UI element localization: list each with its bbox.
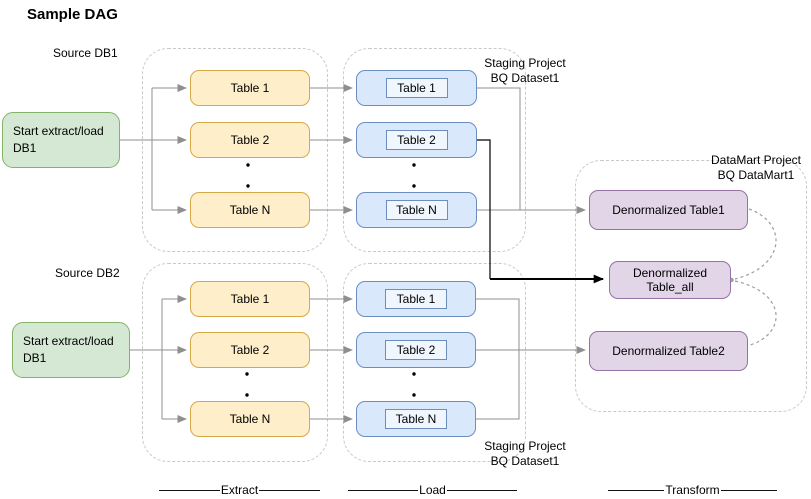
load-bottom-table-1[interactable]: Table 1 (356, 281, 476, 317)
denormalized-table1[interactable]: Denormalized Table1 (589, 190, 748, 230)
source-db1-label: Source DB1 (53, 46, 118, 60)
extract-top-table-2[interactable]: Table 2 (190, 122, 310, 158)
datamart-label-line1: DataMart Project (710, 153, 802, 167)
denormalized-table2[interactable]: Denormalized Table2 (589, 331, 748, 371)
denormalized-table-all-line2: Table_all (646, 280, 694, 294)
stage-label-extract-text: Extract (220, 483, 259, 497)
staging-label-bottom-line1: Staging Project (484, 439, 566, 453)
start-node-db1-line1: Start extract/load (13, 124, 104, 138)
load-group-top (343, 48, 526, 252)
stage-rule-left (608, 489, 665, 491)
denormalized-table-all[interactable]: Denormalized Table_all (609, 261, 731, 299)
staging-label-bottom: Staging Project BQ Dataset1 (463, 439, 587, 469)
load-top-table-2[interactable]: Table 2 (356, 122, 477, 158)
load-top-table-1-inner[interactable]: Table 1 (385, 78, 448, 98)
datamart-label: DataMart Project BQ DataMart1 (698, 153, 811, 183)
stage-rule-left (348, 489, 419, 491)
stage-label-load: Load (348, 482, 518, 498)
start-node-db1-line2: DB1 (13, 141, 37, 155)
load-bottom-table-2-inner[interactable]: Table 2 (385, 340, 447, 360)
stage-rule-right (720, 489, 778, 491)
diagram-title: Sample DAG (27, 6, 118, 23)
stage-label-transform: Transform (608, 482, 778, 498)
start-node-db2-line1: Start extract/load (23, 334, 114, 348)
stage-rule-right (446, 489, 518, 491)
load-bottom-table-2[interactable]: Table 2 (356, 332, 476, 368)
stage-label-extract: Extract (159, 482, 320, 498)
source-db2-label: Source DB2 (55, 266, 120, 280)
start-node-db1[interactable]: Start extract/load DB1 (2, 112, 120, 168)
extract-bottom-table-n[interactable]: Table N (190, 401, 310, 437)
load-top-table-n[interactable]: Table N (356, 192, 477, 228)
load-top-table-n-inner[interactable]: Table N (385, 200, 448, 220)
load-top-table-1[interactable]: Table 1 (356, 70, 477, 106)
start-node-db2[interactable]: Start extract/load DB1 (12, 322, 130, 378)
extract-bottom-table-2[interactable]: Table 2 (190, 332, 310, 368)
extract-top-table-1[interactable]: Table 1 (190, 70, 310, 106)
load-bottom-table-1-inner[interactable]: Table 1 (385, 289, 447, 309)
load-bottom-table-n-inner[interactable]: Table N (385, 409, 447, 429)
extract-top-table-n[interactable]: Table N (190, 192, 310, 228)
staging-label-bottom-line2: BQ Dataset1 (490, 454, 560, 468)
stage-label-transform-text: Transform (665, 483, 720, 497)
datamart-label-line2: BQ DataMart1 (717, 168, 795, 182)
stage-rule-right (259, 489, 320, 491)
staging-label-top-line1: Staging Project (484, 56, 566, 70)
denormalized-table-all-line1: Denormalized (632, 266, 708, 280)
load-group-bottom (343, 263, 526, 462)
load-bottom-table-n[interactable]: Table N (356, 401, 476, 437)
staging-label-top-line2: BQ Dataset1 (490, 71, 560, 85)
start-node-db2-line2: DB1 (23, 351, 47, 365)
stage-label-load-text: Load (419, 483, 446, 497)
extract-bottom-table-1[interactable]: Table 1 (190, 281, 310, 317)
staging-label-top: Staging Project BQ Dataset1 (463, 56, 587, 86)
datamart-group (575, 160, 807, 412)
load-top-table-2-inner[interactable]: Table 2 (385, 130, 448, 150)
stage-rule-left (159, 489, 220, 491)
